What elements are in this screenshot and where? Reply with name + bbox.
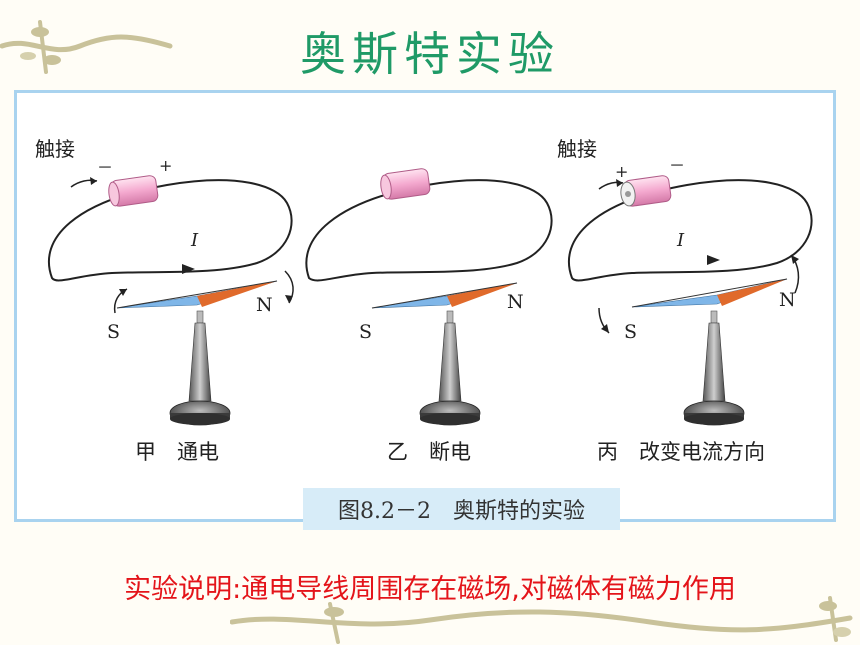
south-label-jia: S	[107, 321, 120, 343]
plus-sign-bing: +	[615, 162, 628, 181]
slide-title: 奥斯特实验	[300, 27, 560, 81]
minus-sign-jia: －	[97, 158, 113, 177]
north-label-yi: N	[507, 291, 524, 313]
panel-label-jia: 甲 通电	[135, 440, 219, 464]
touch-label-bing: 触接	[557, 137, 597, 161]
decorative-vine-top	[0, 20, 173, 74]
south-label-bing: S	[624, 321, 637, 343]
current-label-bing: I	[676, 230, 685, 251]
panel-label-bing: 丙 改变电流方向	[597, 440, 765, 464]
current-label-jia: I	[190, 230, 199, 251]
panel-label-yi: 乙 断电	[387, 440, 471, 464]
south-label-yi: S	[359, 321, 372, 343]
north-label-jia: N	[256, 294, 273, 316]
experiment-explanation: 实验说明:通电导线周围存在磁场,对磁体有磁力作用	[124, 574, 736, 605]
experiment-figure: 触接 － + I S N 甲 通电 S N 乙 断电	[14, 90, 836, 522]
decorative-vine-bottom	[230, 596, 853, 644]
figure-caption: 图8.2－2 奥斯特的实验	[303, 488, 620, 530]
touch-label-jia: 触接	[35, 137, 75, 161]
plus-sign-jia: +	[159, 156, 172, 175]
panel-yi	[305, 168, 553, 426]
north-label-bing: N	[779, 289, 796, 311]
minus-sign-bing: －	[669, 156, 685, 175]
panel-jia	[47, 175, 294, 426]
panel-bing	[567, 175, 813, 426]
